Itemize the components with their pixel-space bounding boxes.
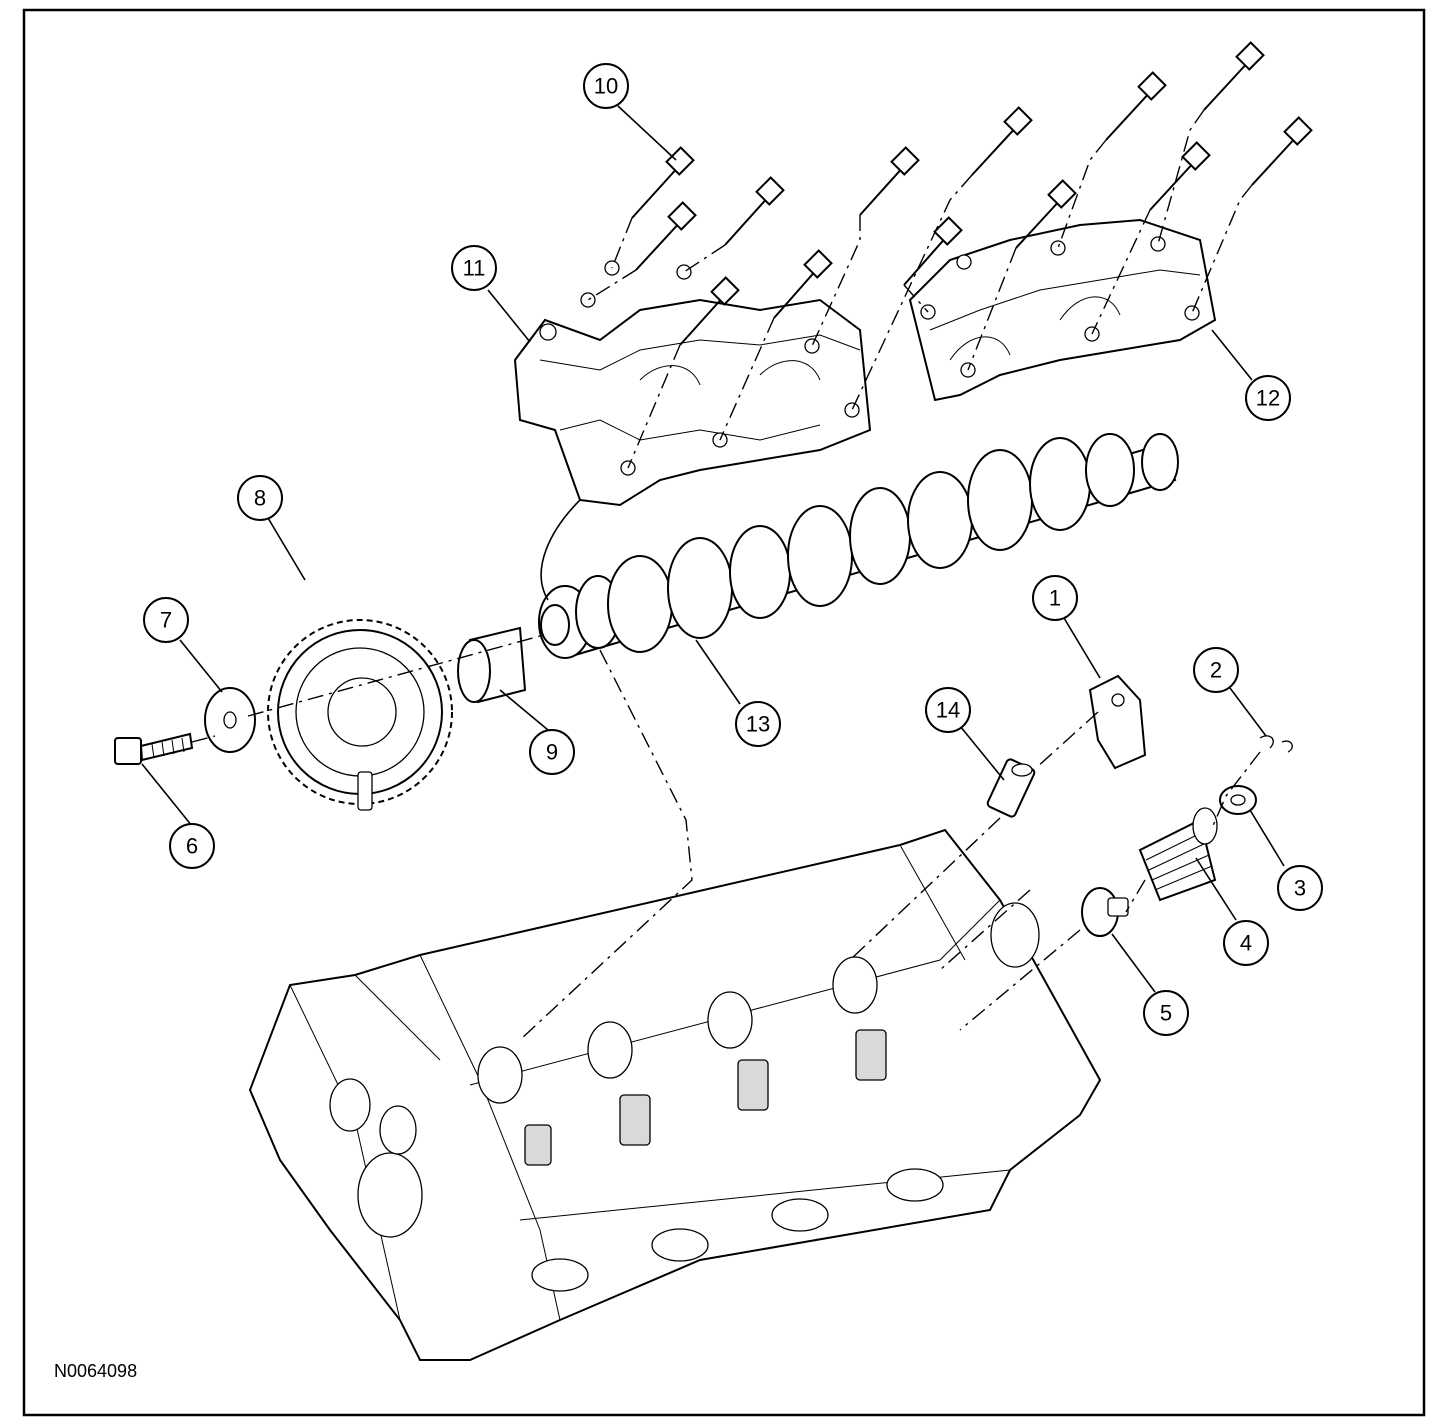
roller-follower <box>1088 674 1147 770</box>
callout-12-label: 12 <box>1256 386 1280 411</box>
spring-retainer <box>1219 785 1257 815</box>
bearing-cap-assembly-left <box>513 260 872 507</box>
callout-8-label: 8 <box>254 486 266 511</box>
callout-2-label: 2 <box>1210 658 1222 683</box>
callouts: 1 2 3 4 5 6 7 8 9 10 11 12 13 14 <box>141 63 1323 1036</box>
bolt-5 <box>773 249 833 319</box>
callout-13: 13 <box>735 701 781 747</box>
callout-14: 14 <box>925 687 971 733</box>
callout-12: 12 <box>1245 375 1291 421</box>
callout-6-label: 6 <box>186 834 198 859</box>
callout-7-label: 7 <box>160 608 172 633</box>
bolt-3 <box>724 176 785 246</box>
callout-1-label: 1 <box>1049 586 1061 611</box>
callout-8: 8 <box>237 475 283 521</box>
valve-train-guide-lines <box>519 499 1261 1041</box>
valve-spring <box>1138 807 1218 902</box>
callout-10-label: 10 <box>594 74 618 99</box>
callout-4-label: 4 <box>1240 931 1252 956</box>
cap-bolts <box>631 41 1313 346</box>
bolt-2 <box>635 201 697 271</box>
bearing-cap-assembly-right <box>908 218 1217 402</box>
callout-3-label: 3 <box>1294 876 1306 901</box>
callout-10: 10 <box>583 63 629 109</box>
sprocket-centerline <box>191 635 541 743</box>
callout-6: 6 <box>169 823 215 869</box>
callout-1: 1 <box>1032 575 1078 621</box>
figure-id: N0064098 <box>54 1361 137 1381</box>
cylinder-head <box>248 828 1102 1361</box>
bolt-4 <box>679 276 740 346</box>
washer <box>204 687 256 753</box>
sprocket-bolt <box>114 732 194 765</box>
valve-keepers <box>1259 735 1293 753</box>
callout-7: 7 <box>143 597 189 643</box>
bolt-10 <box>1105 71 1167 141</box>
bolt-13 <box>1251 116 1313 186</box>
bolt-12 <box>1203 41 1265 111</box>
valve-seal <box>1081 887 1129 937</box>
callout-9-label: 9 <box>546 740 558 765</box>
callout-14-label: 14 <box>936 698 960 723</box>
callout-5: 5 <box>1143 990 1189 1036</box>
camshaft-sprocket <box>267 619 453 811</box>
bolt-1 <box>631 146 695 219</box>
callout-3: 3 <box>1277 865 1323 911</box>
bolt-6 <box>859 146 920 216</box>
lash-adjuster <box>986 758 1036 818</box>
callout-5-label: 5 <box>1160 1001 1172 1026</box>
bolt-7 <box>971 106 1033 176</box>
callout-4: 4 <box>1223 920 1269 966</box>
callout-11-label: 11 <box>463 256 486 281</box>
spacer-bushing <box>457 626 527 704</box>
bolt-8 <box>903 216 963 286</box>
bolt-11 <box>1149 141 1211 211</box>
callout-11: 11 <box>451 245 497 291</box>
callout-2: 2 <box>1193 647 1239 693</box>
callout-13-label: 13 <box>746 712 770 737</box>
bolt-9 <box>1015 179 1077 249</box>
callout-9: 9 <box>529 729 575 775</box>
camshaft <box>538 433 1179 659</box>
bolt-guide-lines <box>587 109 1253 469</box>
